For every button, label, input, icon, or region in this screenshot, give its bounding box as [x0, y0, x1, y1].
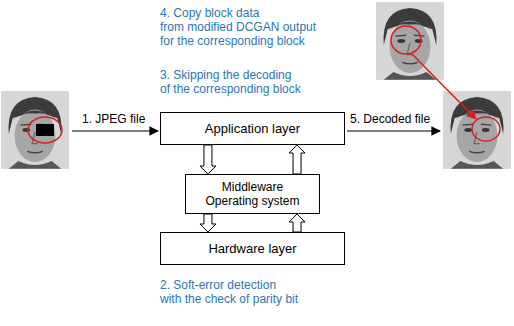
box-label: Middleware: [222, 180, 283, 194]
highlight-circle: [391, 26, 421, 54]
highlight-circle: [28, 117, 62, 143]
layer-box: Application layer: [160, 112, 345, 145]
input-face-image: [1, 91, 69, 169]
corrupted-block: [36, 124, 54, 136]
step-note: 3. Skipping the decoding of the correspo…: [160, 68, 301, 96]
highlight-circle: [472, 117, 500, 141]
step-note: 4. Copy block data from modified DCGAN o…: [160, 6, 316, 48]
layer-box: MiddlewareOperating system: [185, 174, 320, 214]
data-flow-arrow: [200, 145, 216, 174]
box-label: Hardware layer: [208, 241, 296, 257]
input-arrow: [72, 130, 158, 131]
box-label: Operating system: [205, 194, 299, 208]
step-note: 2. Soft-error detection with the check o…: [160, 278, 298, 306]
dcgan-face-image: [376, 2, 444, 80]
data-flow-arrow: [289, 145, 305, 174]
output-face-image: [443, 91, 511, 169]
arrow-label: 5. Decoded file: [350, 112, 430, 126]
data-flow-arrow: [289, 214, 305, 232]
output-arrow: [347, 130, 440, 131]
layer-box: Hardware layer: [160, 232, 345, 265]
data-flow-arrow: [200, 214, 216, 232]
copy-arrow: [412, 54, 476, 119]
arrow-label: 1. JPEG file: [82, 112, 145, 126]
box-label: Application layer: [205, 121, 300, 137]
